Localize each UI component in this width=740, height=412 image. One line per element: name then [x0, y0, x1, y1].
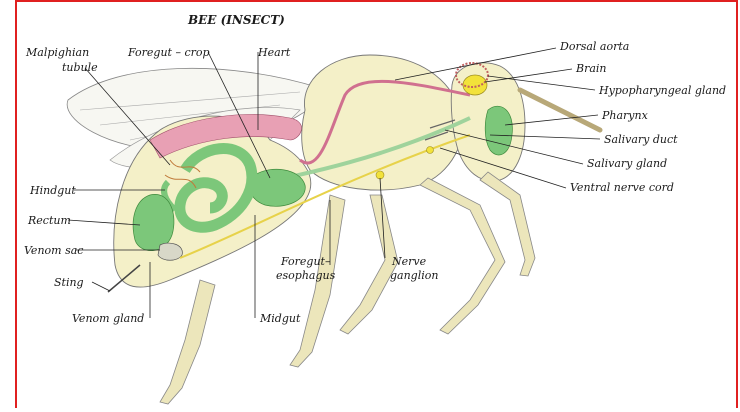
- label-heart: Heart: [257, 46, 291, 59]
- label-malpighian-tubule-line2: tubule: [62, 61, 98, 74]
- crop: [250, 169, 305, 206]
- label-sting: Sting: [54, 276, 84, 289]
- label-ventral-nerve-cord: Ventral nerve cord: [570, 181, 674, 194]
- brain: [463, 75, 487, 95]
- label-hindgut: Hindgut: [29, 184, 76, 197]
- label-foregut-esophagus-line2: esophagus: [276, 269, 336, 282]
- label-salivary-duct: Salivary duct: [604, 133, 678, 146]
- venom-sac: [158, 243, 182, 260]
- diagram-title: BEE (INSECT): [187, 13, 285, 27]
- label-hypopharyngeal-gland: Hypopharyngeal gland: [598, 84, 726, 97]
- pharynx: [485, 106, 512, 155]
- label-foregut-crop: Foregut – crop: [127, 46, 210, 59]
- label-malpighian-tubule-line1: Malpighian: [25, 46, 89, 59]
- nerve-ganglion: [376, 171, 384, 179]
- label-rectum: Rectum: [27, 214, 71, 227]
- antenna: [520, 90, 600, 130]
- label-nerve-ganglion-line2: ganglion: [390, 269, 438, 282]
- label-salivary-gland: Salivary gland: [587, 157, 667, 170]
- label-venom-sac: Venom sac: [24, 244, 83, 257]
- label-dorsal-aorta: Dorsal aorta: [559, 40, 629, 53]
- label-brain: Brain: [575, 62, 607, 75]
- label-midgut: Midgut: [259, 312, 301, 325]
- rectum: [133, 194, 174, 250]
- label-nerve-ganglion-line1: Nerve: [391, 255, 427, 268]
- label-pharynx: Pharynx: [601, 109, 649, 122]
- label-foregut-esophagus-line1: Foregut–: [280, 255, 331, 268]
- label-venom-gland: Venom gland: [72, 312, 144, 325]
